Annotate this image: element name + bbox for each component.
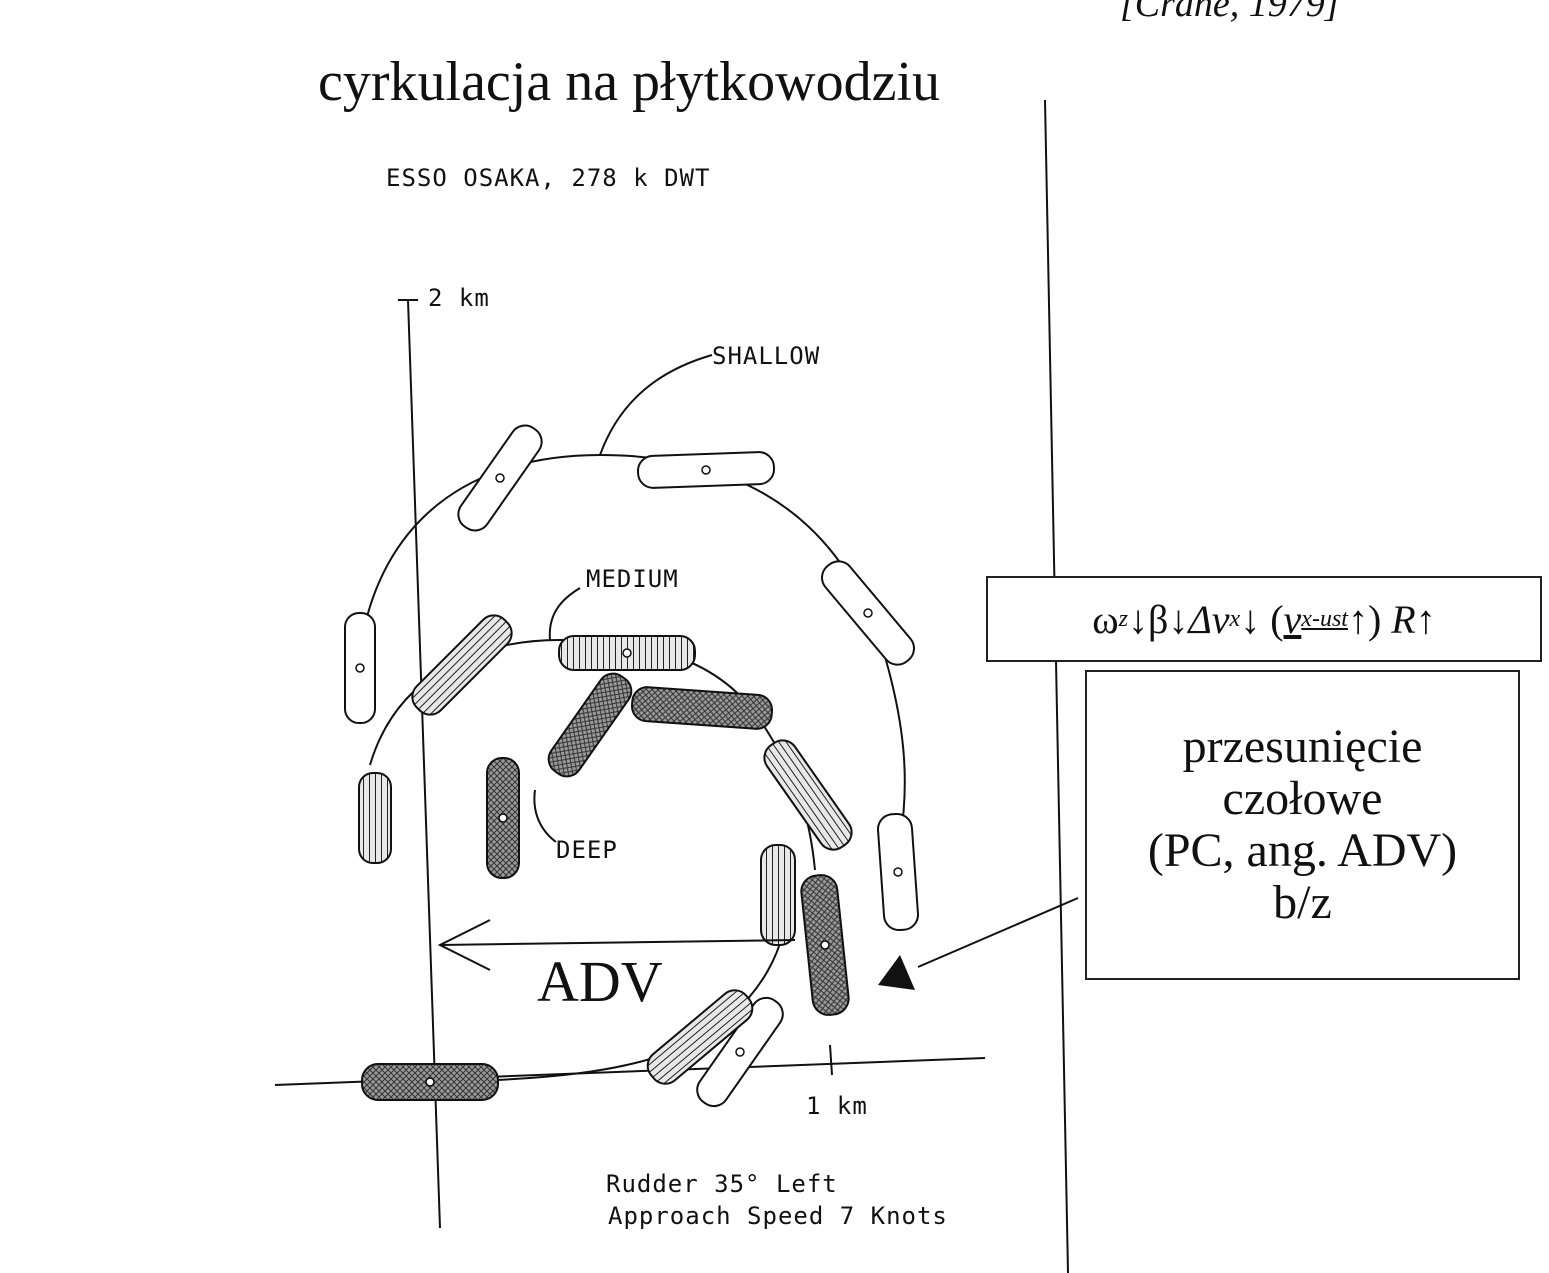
formula-r: R — [1391, 596, 1416, 642]
formula-v-ust-sub: x-ust — [1301, 605, 1348, 632]
shallow-leader — [599, 354, 713, 456]
ship-medium-2 — [411, 614, 513, 716]
caption-rudder: Rudder 35° Left — [606, 1170, 838, 1198]
ship-subtitle: ESSO OSAKA, 278 k DWT — [386, 164, 711, 192]
note-line-2: czołowe — [1222, 772, 1383, 826]
shallow-label: SHALLOW — [712, 342, 821, 370]
ship-medium-4 — [763, 739, 853, 851]
deep-leader — [533, 789, 557, 843]
divider-line — [1044, 99, 1069, 1273]
ship-medium-5 — [760, 844, 796, 946]
medium-label: MEDIUM — [586, 565, 679, 593]
page-title: cyrkulacja na płytkowodziu — [318, 51, 941, 113]
formula-arrow-down-1: ↓ — [1127, 596, 1148, 642]
formula-v-ust: v — [1283, 596, 1302, 642]
note-line-4: b/z — [1273, 875, 1332, 929]
formula-omega-sub: z — [1118, 605, 1128, 632]
ship-deep-3 — [630, 686, 774, 730]
ship-deep-2 — [547, 672, 633, 778]
note-pointer-triangle — [878, 955, 915, 990]
x-axis-tick-1km — [829, 1044, 833, 1076]
formula-beta: β — [1147, 596, 1169, 642]
formula-paren-open: ( — [1270, 596, 1284, 642]
note-pointer-line — [917, 897, 1079, 968]
note-line-3: (PC, ang. ADV) — [1147, 824, 1458, 877]
note-line-1: przesunięcie — [1182, 720, 1423, 774]
deep-label: DEEP — [556, 836, 618, 864]
adv-dimension-line — [439, 939, 796, 946]
ship-medium-6 — [646, 989, 754, 1085]
formula-arrow-down-2: ↓ — [1168, 596, 1189, 642]
y-axis-label: 2 km — [428, 284, 490, 312]
citation: [Crane, 1979] — [1120, 0, 1340, 25]
adv-arrowhead — [437, 919, 491, 971]
ship-medium-1 — [358, 772, 392, 864]
x-axis-label: 1 km — [806, 1092, 868, 1120]
note-box: przesunięcie czołowe (PC, ang. ADV) b/z — [1085, 670, 1520, 980]
formula-paren-close: ) — [1367, 596, 1382, 642]
caption-speed: Approach Speed 7 Knots — [608, 1202, 948, 1230]
formula-arrow-down-3: ↓ — [1240, 596, 1261, 642]
medium-leader — [548, 587, 581, 641]
formula-arrow-up-2: ↑ — [1415, 596, 1436, 642]
formula-delta-v: Δv — [1188, 596, 1230, 642]
formula-delta-v-sub: x — [1229, 605, 1241, 632]
formula-arrow-up-1: ↑ — [1347, 596, 1368, 642]
ship-markers — [355, 465, 903, 1087]
formula-omega: ω — [1092, 596, 1119, 642]
adv-label: ADV — [537, 949, 663, 1014]
medium-ships — [358, 614, 853, 1085]
